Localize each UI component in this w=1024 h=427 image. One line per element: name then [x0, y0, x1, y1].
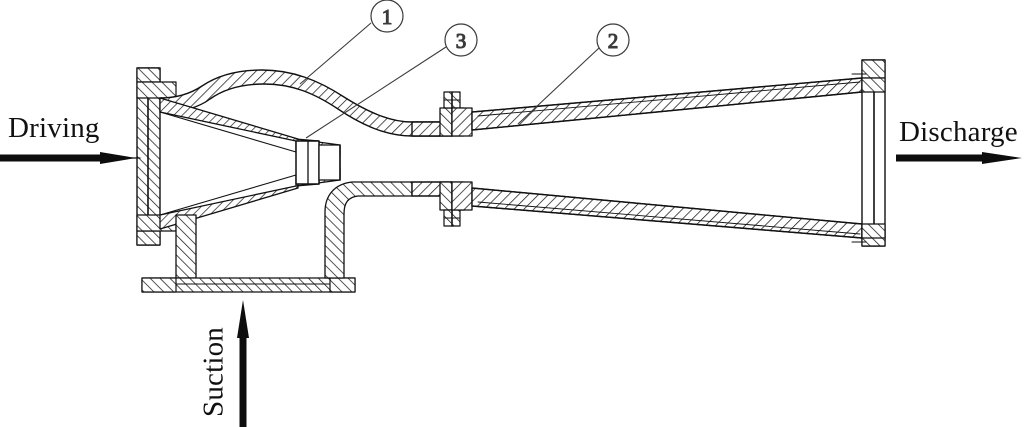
nozzle-tip [295, 138, 341, 187]
intermediate-flange-upper [439, 91, 473, 137]
callout-2-number: 2 [608, 29, 619, 53]
callout-2-bubble [596, 23, 630, 57]
suction-chamber-body [141, 181, 413, 293]
suction-arrow [237, 300, 249, 427]
driving-nozzle-body-upper-wall [159, 69, 441, 137]
diffuser-lower-wall [471, 187, 863, 239]
diffuser-upper-wall [471, 77, 863, 131]
driving-arrow [0, 152, 136, 164]
callout-3-number: 3 [456, 29, 467, 53]
callout-2-leader [517, 47, 600, 125]
driving-flow-label: Driving [8, 112, 100, 144]
nozzle-converging-cone-upper [159, 97, 299, 153]
callout-1-leader [299, 22, 372, 85]
discharge-arrow [896, 152, 1022, 164]
callout-3-leader [305, 46, 447, 139]
discharge-outlet-flange [851, 59, 886, 247]
flow-arrow-group [0, 152, 1022, 427]
callout-1-bubble [370, 0, 404, 33]
callout-1-number: 1 [382, 5, 393, 29]
callout-group: 1 3 2 [299, 0, 630, 139]
intermediate-flange-lower [439, 181, 473, 227]
suction-flow-label: Suction [197, 326, 230, 418]
discharge-flow-label: Discharge [899, 116, 1018, 148]
callout-3-bubble [444, 23, 478, 57]
